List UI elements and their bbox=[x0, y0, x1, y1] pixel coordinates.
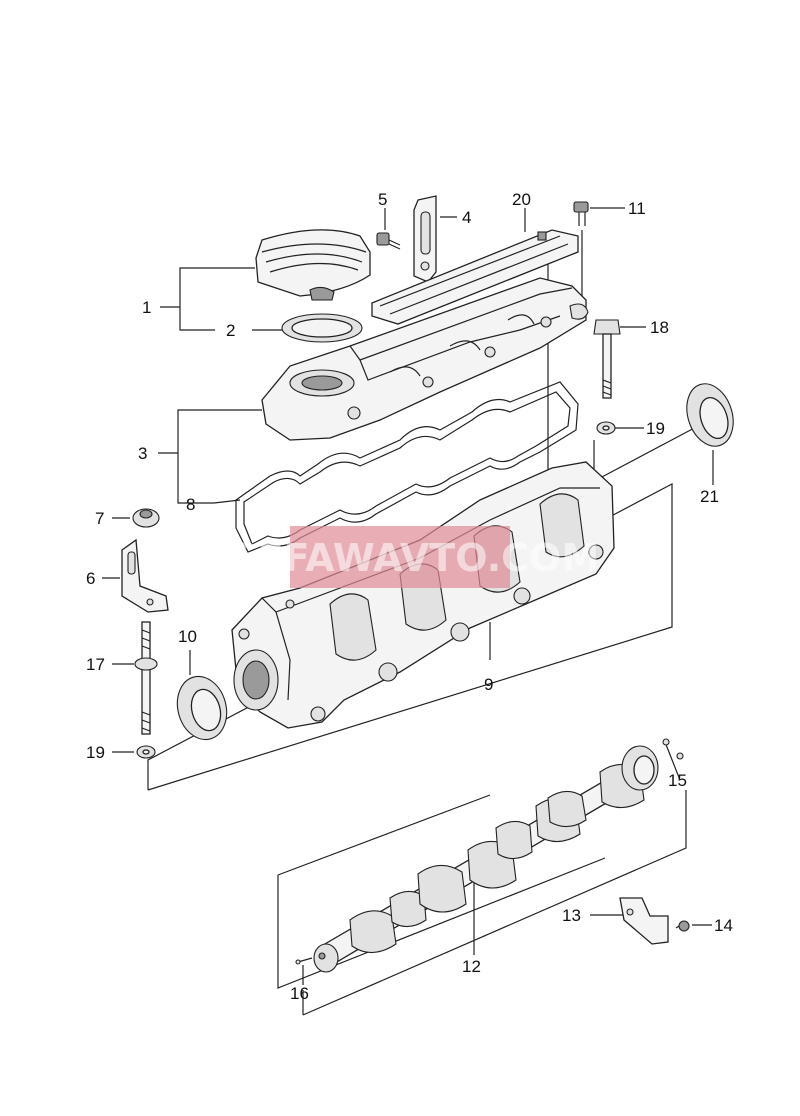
camshaft-carrier bbox=[231, 461, 615, 729]
watermark-text: VSEFAWAVTO.COM bbox=[201, 536, 599, 580]
callout-12: 12 bbox=[462, 957, 481, 976]
callout-5: 5 bbox=[378, 190, 387, 209]
washer-right bbox=[596, 421, 616, 435]
small-bolt bbox=[376, 232, 401, 250]
callout-16: 16 bbox=[290, 984, 309, 1003]
callout-9: 9 bbox=[484, 675, 493, 694]
camshaft bbox=[313, 745, 659, 973]
angle-bracket bbox=[121, 538, 169, 613]
cover-gasket bbox=[235, 381, 579, 553]
callout-18: 18 bbox=[650, 318, 669, 337]
callout-6: 6 bbox=[86, 569, 95, 588]
callout-21: 21 bbox=[700, 487, 719, 506]
callout-8: 8 bbox=[186, 495, 195, 514]
watermark: VSEFAWAVTO.COM bbox=[201, 526, 599, 588]
washer-left bbox=[136, 745, 156, 759]
cap-seal-ring bbox=[281, 313, 363, 343]
callout-17: 17 bbox=[86, 655, 105, 674]
callout-19-right: 19 bbox=[646, 419, 665, 438]
top-bolt bbox=[573, 201, 589, 226]
callout-15: 15 bbox=[668, 771, 687, 790]
callout-10: 10 bbox=[178, 627, 197, 646]
oil-seal-right bbox=[686, 383, 734, 447]
cam-lobes bbox=[349, 745, 659, 954]
thrust-plate bbox=[619, 897, 669, 945]
callout-19-left: 19 bbox=[86, 743, 105, 762]
bracket-plate bbox=[413, 195, 437, 283]
callout-20: 20 bbox=[512, 190, 531, 209]
callout-7: 7 bbox=[95, 509, 104, 528]
callout-1: 1 bbox=[142, 298, 151, 317]
stud-bolt bbox=[134, 621, 158, 735]
oil-seal-left bbox=[176, 675, 228, 741]
cam-pin bbox=[295, 957, 313, 965]
callout-3: 3 bbox=[138, 444, 147, 463]
callout-14: 14 bbox=[714, 916, 733, 935]
filler-cap-cover bbox=[255, 229, 371, 301]
callout-labels: 1 2 3 4 5 6 7 8 9 10 11 12 13 14 15 16 1… bbox=[86, 190, 733, 1003]
callout-2: 2 bbox=[226, 321, 235, 340]
callout-13: 13 bbox=[562, 906, 581, 925]
plate-screw bbox=[675, 920, 690, 932]
valve-cover bbox=[261, 277, 589, 441]
callout-11: 11 bbox=[628, 199, 646, 218]
top-cover-strip bbox=[371, 229, 579, 325]
dowel-pins bbox=[662, 738, 684, 760]
long-bolt bbox=[593, 319, 621, 399]
callout-4: 4 bbox=[462, 208, 471, 227]
flange-nut bbox=[132, 508, 160, 528]
